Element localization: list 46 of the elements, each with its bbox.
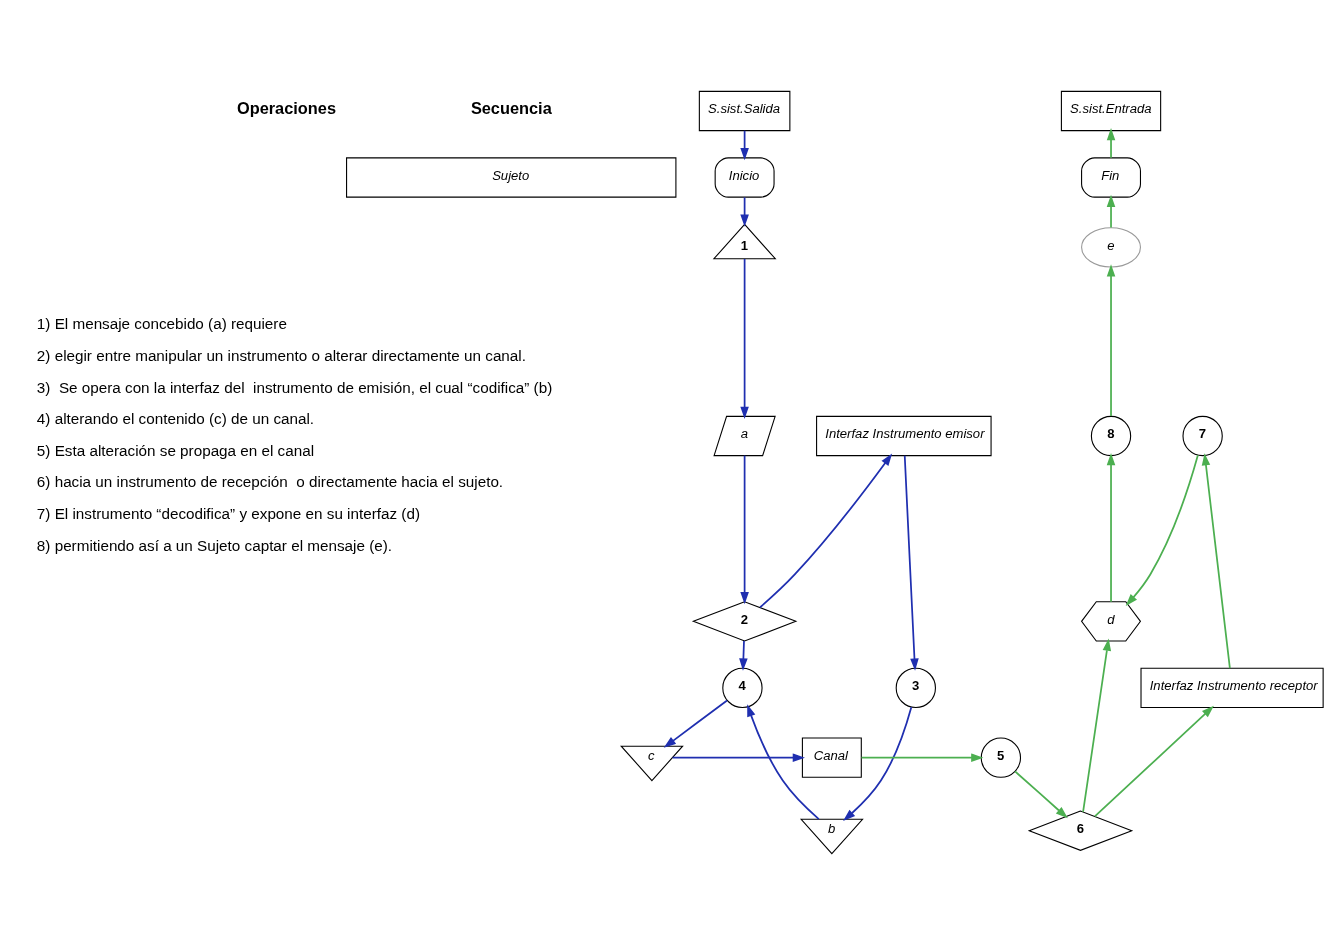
label: 4) alterando el contenido (c) de un canal. — [36, 410, 315, 428]
arrow — [671, 753, 805, 762]
arrow — [1082, 638, 1112, 813]
node-diamond: 6 — [1027, 810, 1134, 851]
node-box: Interfaz Instrumento receptor — [1140, 667, 1324, 709]
label: 5) Esta alteración se propaga en el canal — [36, 441, 315, 459]
arrow — [1106, 264, 1116, 417]
node-box: S.sist.Salida — [698, 90, 791, 132]
arrow — [1106, 128, 1116, 159]
arrow — [740, 129, 749, 161]
label: 7) El instrumento “decodifica” y expone en su interfaz (d) — [36, 505, 420, 523]
node-box: Inicio — [714, 157, 775, 198]
node-ellipse: e — [1081, 227, 1141, 268]
node-box: S.sist.Entrada — [1060, 90, 1162, 132]
arrow — [1014, 770, 1068, 819]
arrow — [663, 699, 728, 748]
label: 2) elegir entre manipular un instrumento o alterar directamente un canal. — [36, 346, 526, 364]
node-box: Interfaz Instrumento emisor — [816, 415, 992, 457]
node-circle: 8 — [1090, 415, 1132, 457]
arrow — [1106, 194, 1116, 229]
node-diamond: 2 — [691, 601, 798, 642]
arrow — [740, 454, 749, 605]
arrow — [1093, 705, 1214, 818]
node-circle: 3 — [895, 667, 936, 709]
label: 6) hacia un instrumento de recepción o directamente hacia el sujeto. — [36, 473, 504, 491]
node-circle: 4 — [722, 667, 763, 709]
node-box: Sujeto — [346, 157, 677, 198]
arrow — [903, 454, 919, 671]
node-circle: 5 — [980, 737, 1022, 778]
arrow — [747, 704, 820, 820]
arrow — [740, 258, 749, 419]
arrow — [739, 640, 748, 671]
arrow — [843, 706, 913, 821]
label: 1) El mensaje concebido (a) requiere — [36, 315, 287, 333]
label: 8) permitiendo así a un Sujeto captar el mensaje (e). — [36, 536, 393, 554]
node-box: Canal — [801, 737, 862, 778]
node-box: Fin — [1081, 157, 1141, 198]
arrow — [759, 453, 893, 609]
label: Secuencia — [470, 98, 552, 117]
arrow — [860, 753, 984, 762]
label: 3) Se opera con la interfaz del instrumento de emisión, el cual “codifica” (b) — [36, 378, 553, 396]
label: Operaciones — [236, 98, 336, 117]
node-circle: 7 — [1182, 415, 1223, 457]
arrow — [1201, 453, 1231, 669]
arrow — [1106, 453, 1116, 603]
arrow — [1125, 454, 1199, 606]
